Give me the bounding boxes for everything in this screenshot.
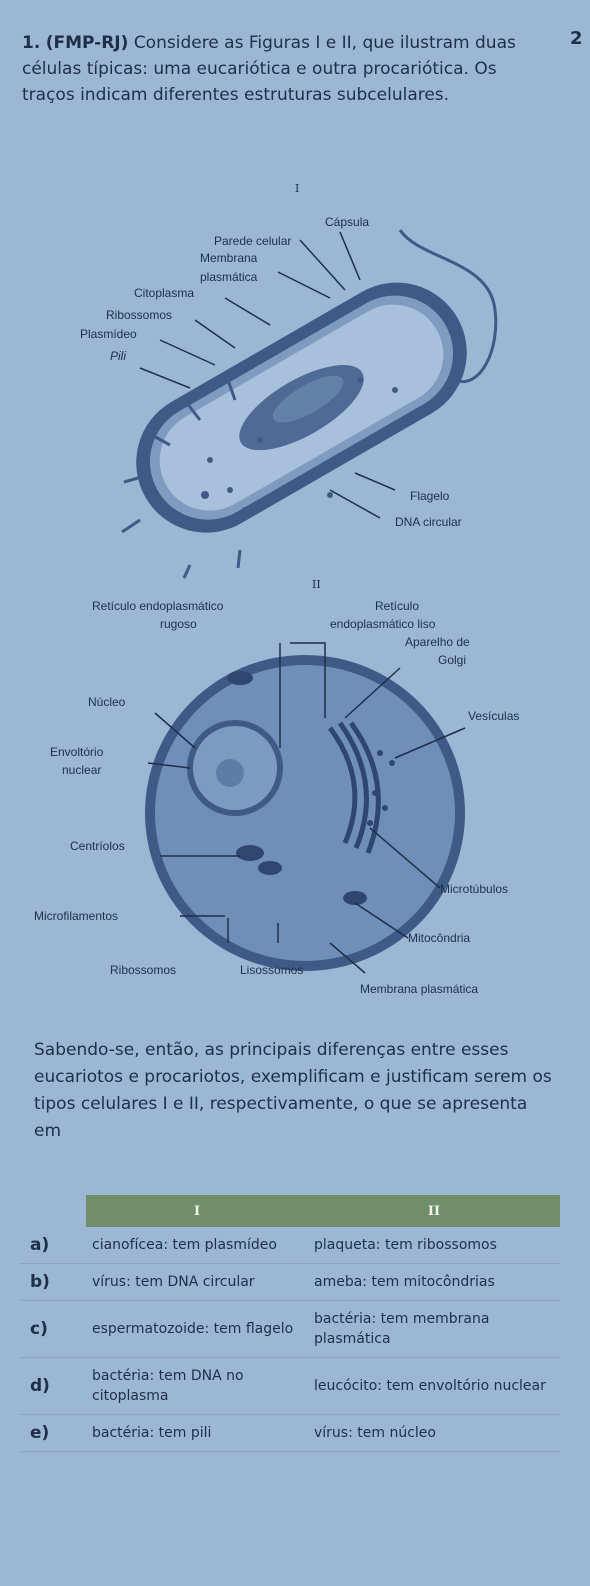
label-nucleo: Núcleo — [88, 695, 126, 709]
label-microtubulos: Microtúbulos — [440, 882, 508, 896]
answer-table-header: I II — [20, 1195, 560, 1227]
label-rel-1: Retículo — [375, 599, 419, 613]
question-text: Considere as Figuras I e II, que ilustra… — [22, 33, 516, 105]
label-rel-2: endoplasmático liso — [330, 617, 436, 631]
label-pili: Pili — [110, 349, 126, 363]
label-envoltorio-1: Envoltório — [50, 745, 104, 759]
answer-table: I II a) cianofícea: tem plasmídeo plaque… — [20, 1195, 560, 1452]
option-letter: c) — [20, 1300, 86, 1358]
label-membrana-1: Membrana — [200, 251, 258, 265]
mitochondrion-shape — [236, 845, 264, 861]
label-dna: DNA circular — [395, 515, 462, 529]
option-col-1: cianofícea: tem plasmídeo — [86, 1227, 308, 1264]
header-col-1: I — [86, 1195, 308, 1227]
option-col-1: bactéria: tem pili — [86, 1414, 308, 1452]
figure-1-prokaryote: Cápsula Parede celular Membrana plasmáti… — [80, 215, 498, 579]
flagellum — [398, 229, 498, 384]
option-row-d[interactable]: d) bactéria: tem DNA no citoplasma leucó… — [20, 1357, 560, 1415]
question-source: (FMP-RJ) — [45, 33, 129, 53]
label-membrana-2: plasmática — [200, 270, 258, 284]
figure-2-label: II — [312, 578, 321, 591]
option-letter: d) — [20, 1357, 86, 1415]
label-vesiculas: Vesículas — [468, 709, 519, 723]
label-plasmideo: Plasmídeo — [80, 327, 137, 341]
option-col-2: plaqueta: tem ribossomos — [308, 1227, 560, 1264]
option-row-a[interactable]: a) cianofícea: tem plasmídeo plaqueta: t… — [20, 1227, 560, 1264]
option-col-2: leucócito: tem envoltório nuclear — [308, 1357, 560, 1415]
question-stem: Sabendo-se, então, as principais diferen… — [34, 1040, 552, 1141]
label-envoltorio-2: nuclear — [62, 763, 101, 777]
page-number: 2 — [570, 28, 583, 49]
figure-1-label: I — [295, 182, 300, 195]
label-rer-1: Retículo endoplasmático — [92, 599, 224, 613]
option-col-2: bactéria: tem membrana plasmática — [308, 1300, 560, 1358]
figure-1-leader-lines — [139, 231, 396, 519]
label-microfilamentos: Microfilamentos — [34, 909, 118, 923]
golgi-shape — [327, 721, 381, 854]
option-col-2: vírus: tem núcleo — [308, 1414, 560, 1452]
option-col-2: ameba: tem mitocôndrias — [308, 1263, 560, 1301]
question-number: 1. — [22, 33, 41, 53]
label-capsula: Cápsula — [325, 215, 369, 229]
question-header: 1. (FMP-RJ) Considere as Figuras I e II,… — [22, 30, 552, 108]
option-col-1: espermatozoide: tem flagelo — [86, 1300, 308, 1358]
bacterium-body — [136, 282, 467, 533]
label-centriolos: Centríolos — [70, 839, 125, 853]
option-letter: b) — [20, 1263, 86, 1301]
figure-2-leader-lines — [147, 642, 466, 974]
option-row-b[interactable]: b) vírus: tem DNA circular ameba: tem mi… — [20, 1263, 560, 1301]
header-blank — [20, 1195, 86, 1227]
option-col-1: vírus: tem DNA circular — [86, 1263, 308, 1301]
option-letter: e) — [20, 1414, 86, 1452]
label-flagelo: Flagelo — [410, 489, 450, 503]
option-col-1: bactéria: tem DNA no citoplasma — [86, 1357, 308, 1415]
label-golgi-2: Golgi — [438, 653, 466, 667]
figure-2-eukaryote: Retículo endoplasmático rugoso Retículo … — [34, 599, 519, 996]
label-lisossomos: Lisossomos — [240, 963, 303, 977]
vesicles — [367, 750, 395, 826]
label-parede: Parede celular — [214, 234, 291, 248]
ribosome-dots — [201, 377, 398, 513]
label-citoplasma: Citoplasma — [134, 286, 194, 300]
label-mitocondria: Mitocôndria — [408, 931, 470, 945]
option-row-e[interactable]: e) bactéria: tem pili vírus: tem núcleo — [20, 1414, 560, 1452]
label-ribossomos-2: Ribossomos — [110, 963, 176, 977]
pili — [121, 379, 242, 579]
label-golgi-1: Aparelho de — [405, 635, 470, 649]
option-row-c[interactable]: c) espermatozoide: tem flagelo bactéria:… — [20, 1300, 560, 1358]
label-ribossomos: Ribossomos — [106, 308, 172, 322]
header-col-2: II — [308, 1195, 560, 1227]
option-letter: a) — [20, 1227, 86, 1264]
label-membrana-plasmatica: Membrana plasmática — [360, 982, 478, 996]
label-rer-2: rugoso — [160, 617, 197, 631]
